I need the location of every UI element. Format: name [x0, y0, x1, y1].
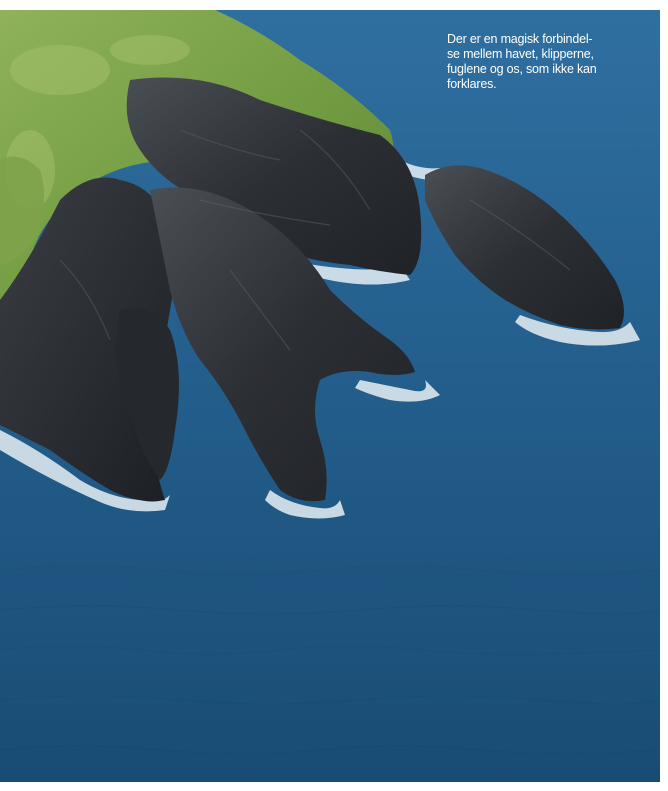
upper-cliff: [126, 77, 422, 275]
rock-strata: [59, 129, 571, 351]
page-margin-bottom: [0, 782, 668, 791]
cliffs-illustration: [0, 10, 660, 782]
surf-foam: [0, 160, 640, 519]
inner-spur: [115, 307, 179, 480]
page-margin-right: [660, 0, 668, 791]
coastal-cliffs-photo: Der er en magisk forbindel- se mellem ha…: [0, 10, 660, 782]
middle-promontory: [150, 187, 415, 502]
offshore-rock: [425, 165, 624, 330]
photo-caption: Der er en magisk forbindel- se mellem ha…: [447, 32, 597, 91]
grass-ledge: [0, 156, 44, 265]
sea-texture: [0, 565, 660, 755]
left-cliff: [0, 177, 175, 502]
